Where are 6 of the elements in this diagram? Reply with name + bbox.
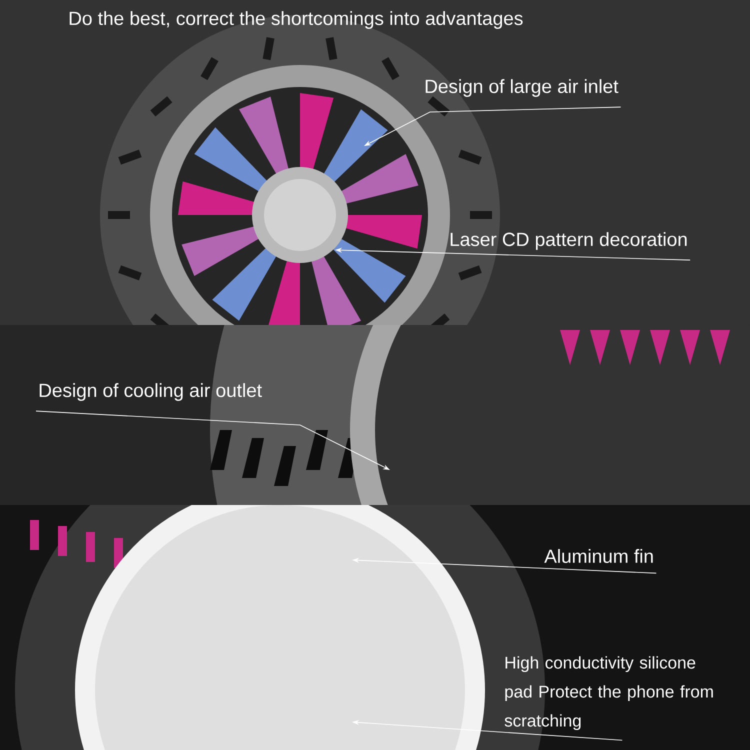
callout-text: Laser CD pattern decoration (450, 232, 687, 250)
title-text: Do the best, correct the shortcomings into advantages (70, 11, 523, 29)
callout-text: High conductivity silicone pad Protect the phone from scratching (504, 656, 713, 730)
callout-text: Aluminum fin (544, 549, 653, 563)
callout-text: Design of cooling air outlet (40, 383, 262, 401)
callout-text: Design of large air inlet (426, 79, 618, 97)
